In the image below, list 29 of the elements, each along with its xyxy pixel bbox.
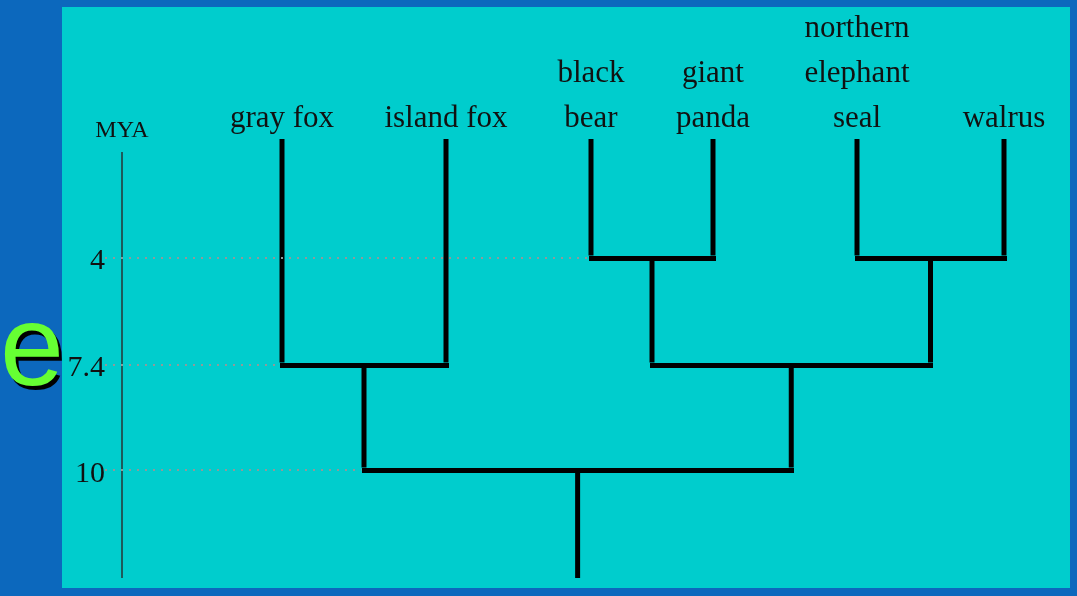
tree-branch <box>710 139 716 256</box>
axis-title: MYA <box>95 117 149 141</box>
clade-bar <box>854 255 1007 261</box>
taxon-label: giant panda <box>676 49 750 139</box>
tree-branch <box>788 367 794 468</box>
taxon-label: black bear <box>557 49 625 139</box>
tree-branch <box>649 260 655 363</box>
axis-tick-label: 7.4 <box>67 351 105 381</box>
tree-branch <box>1001 139 1007 256</box>
dotted-guide-line <box>104 257 590 259</box>
tree-branch <box>443 139 449 363</box>
dotted-guide-line <box>104 469 363 471</box>
tree-branch <box>928 260 933 363</box>
tree-branch <box>361 367 367 468</box>
taxon-label: gray fox <box>229 94 335 139</box>
decorative-letter: e <box>0 299 64 391</box>
taxon-label: northern elephant seal <box>804 4 910 139</box>
clade-bar <box>588 255 716 261</box>
axis-tick-label: 4 <box>90 244 105 274</box>
tree-branch <box>279 139 285 363</box>
taxon-label: walrus <box>962 94 1046 139</box>
axis-tick-label: 10 <box>75 457 105 487</box>
taxon-label: island fox <box>384 94 508 139</box>
tree-branch <box>854 139 860 256</box>
tree-branch <box>588 139 594 256</box>
clade-bar <box>649 362 933 368</box>
clade-bar <box>279 362 449 368</box>
clade-bar <box>361 467 794 473</box>
tree-branch <box>575 472 581 578</box>
